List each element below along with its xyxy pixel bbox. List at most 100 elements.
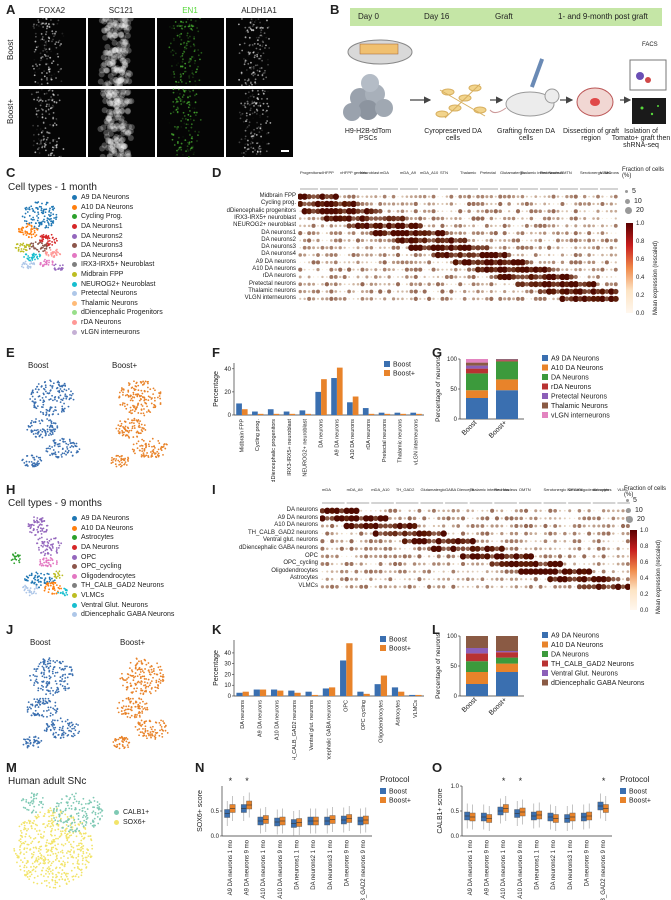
umap-point xyxy=(52,449,55,451)
dotplot-dot xyxy=(547,224,551,228)
micrograph-signal xyxy=(260,135,263,138)
dotplot-dot xyxy=(334,224,338,228)
micrograph-signal xyxy=(121,120,128,127)
cbar-tick: 1.0 xyxy=(636,221,645,227)
dotplot-dot xyxy=(572,295,579,303)
legend-item: Cycling Prog. xyxy=(72,212,163,222)
umap-point xyxy=(138,424,141,427)
micrograph-signal xyxy=(103,129,110,136)
micrograph-signal xyxy=(107,123,114,130)
dotplot-dot xyxy=(495,298,497,300)
umap-point xyxy=(38,435,41,438)
dotplot-dot xyxy=(378,202,383,206)
micrograph-signal xyxy=(122,128,129,135)
micrograph-signal xyxy=(107,50,114,57)
micrograph-signal xyxy=(113,111,120,118)
micrograph-signal xyxy=(177,136,180,139)
panel-label-m: M xyxy=(6,760,17,775)
umap-point xyxy=(26,211,29,213)
micrograph-signal xyxy=(252,51,255,54)
dotplot-dot xyxy=(418,586,421,588)
micrograph-signal xyxy=(116,77,123,84)
legend-label: NEUROG2+ Neuroblast xyxy=(81,280,156,288)
umap-point xyxy=(36,520,39,523)
legend-label: rDA Neurons xyxy=(551,384,592,391)
dotplot-dot xyxy=(432,290,435,293)
dotplot-dot xyxy=(392,210,395,213)
micrograph-signal xyxy=(173,70,176,72)
dotplot-dot xyxy=(621,516,625,520)
dotplot-dot xyxy=(534,239,538,242)
micrograph-signal xyxy=(248,104,251,106)
umap-point xyxy=(64,385,67,387)
dotplot-dot xyxy=(610,195,613,198)
micrograph-signal xyxy=(258,101,261,104)
legend-item: dDiencephalic Progenitors xyxy=(72,308,163,318)
dotplot-dot xyxy=(382,216,388,222)
dotplot-dot xyxy=(428,290,430,293)
umap-point xyxy=(60,268,63,270)
micrograph-signal xyxy=(257,48,260,51)
micrograph-signal xyxy=(187,118,189,121)
micrograph-signal xyxy=(174,154,177,157)
cbar-tick: 1.0 xyxy=(640,528,649,534)
dotplot-dot xyxy=(418,216,423,221)
dotplot-dot xyxy=(363,222,371,230)
dotplot-dot xyxy=(516,245,520,250)
bar xyxy=(394,412,401,415)
umap-point xyxy=(38,420,41,422)
dotplot-dot xyxy=(494,239,497,242)
micrograph-signal xyxy=(114,123,121,130)
dotplot-dot xyxy=(541,266,548,273)
dotplot-dot xyxy=(365,275,369,279)
micrograph-signal xyxy=(254,78,257,81)
micrograph-signal xyxy=(252,67,255,70)
dotplot-dot xyxy=(342,208,348,214)
dotplot-dot xyxy=(433,555,435,558)
micrograph-signal xyxy=(47,66,50,69)
dotplot-dot xyxy=(360,202,365,206)
dotplot-dot xyxy=(378,562,383,566)
micrograph-signal xyxy=(263,32,266,35)
micrograph-signal xyxy=(110,63,117,70)
micrograph-signal xyxy=(178,35,181,38)
micrograph-signal xyxy=(199,58,201,61)
micrograph-signal xyxy=(244,153,247,156)
umap-point xyxy=(27,208,29,210)
umap-point xyxy=(159,402,162,404)
umap-point xyxy=(38,395,41,397)
dotplot-dot xyxy=(563,539,567,543)
micrograph-signal xyxy=(191,124,193,126)
dotplot-dot xyxy=(378,246,382,250)
dotplot-dot xyxy=(423,585,426,588)
micrograph-signal xyxy=(240,114,242,116)
dotplot-dot xyxy=(615,232,617,234)
dotplot-dot xyxy=(354,577,358,581)
dotplot-dot xyxy=(604,260,609,265)
umap-point xyxy=(45,247,48,250)
micrograph-signal xyxy=(183,26,186,28)
dotplot-dot xyxy=(423,268,426,271)
dotplot-dot xyxy=(396,209,400,213)
micrograph-signal xyxy=(262,78,265,81)
dotplot-dot xyxy=(512,246,515,249)
dotplot-dot xyxy=(464,217,466,220)
dotplot-dot xyxy=(432,297,435,301)
umap-point xyxy=(160,446,163,448)
micrograph-signal xyxy=(249,113,251,116)
umap-point xyxy=(54,263,57,266)
umap-point xyxy=(142,454,145,456)
dotplot-dot xyxy=(307,224,311,228)
micrograph-signal xyxy=(53,101,56,104)
micrograph-signal xyxy=(194,84,197,87)
umap-point xyxy=(46,430,49,433)
umap-point xyxy=(46,544,49,547)
dotplot-dot xyxy=(621,578,625,581)
legend-label: A10 DA Neurons xyxy=(81,203,134,211)
umap-point xyxy=(15,243,18,246)
dotplot-dot xyxy=(587,238,592,243)
dotplot-dot xyxy=(323,200,331,208)
micrograph-signal xyxy=(182,42,185,45)
umap-point xyxy=(124,394,127,397)
micrograph-signal xyxy=(257,74,260,76)
